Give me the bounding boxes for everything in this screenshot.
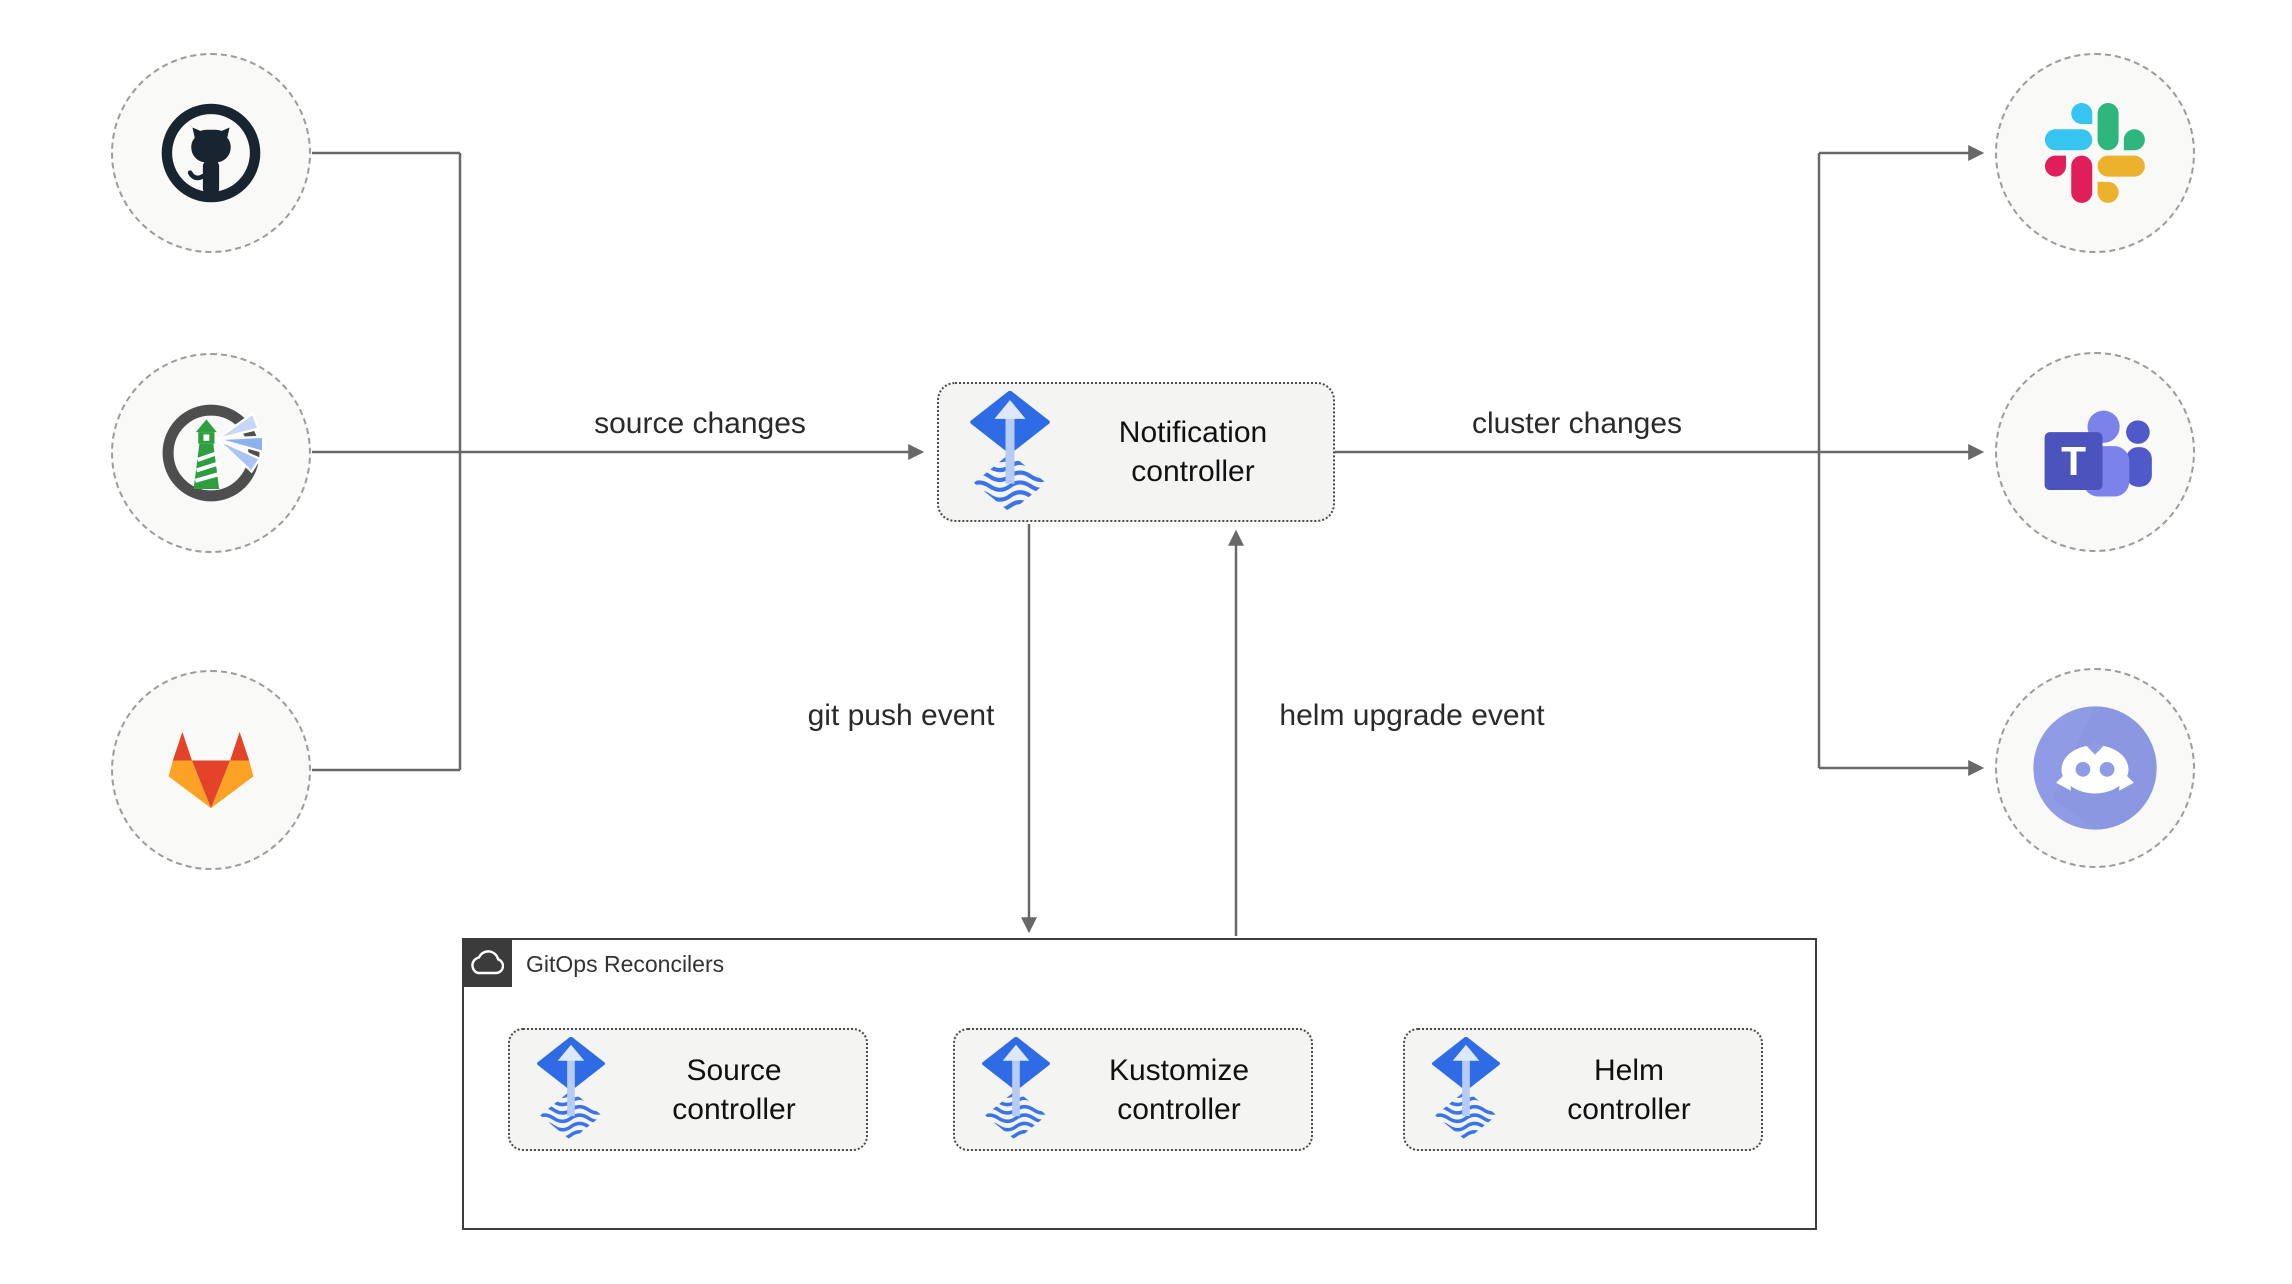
discord-icon: [2033, 706, 2157, 830]
source-controller-box: Source controller: [508, 1028, 868, 1151]
helm-controller-label: Helm controller: [1567, 1053, 1691, 1126]
source-node-harbor: [111, 353, 311, 553]
source-node-github: [111, 53, 311, 253]
notification-controller-label: Notification controller: [1118, 416, 1268, 488]
flux-icon: [1431, 1037, 1501, 1142]
slack-icon: [2045, 103, 2145, 203]
group-badge: [462, 938, 512, 987]
group-title: GitOps Reconcilers: [526, 951, 725, 977]
edge-label-helm-upgrade-event: helm upgrade event: [1279, 699, 1545, 732]
kustomize-controller-label: Kustomize controller: [1108, 1053, 1250, 1126]
github-icon: [161, 103, 261, 203]
target-node-slack: [1995, 53, 2195, 253]
notification-controller-box: Notification controller: [937, 382, 1335, 522]
flux-icon: [981, 1037, 1051, 1142]
target-node-discord: [1995, 668, 2195, 868]
edge-label-source-changes: source changes: [594, 407, 806, 440]
teams-letter: T: [2061, 438, 2086, 484]
edge-label-cluster-changes: cluster changes: [1471, 407, 1683, 440]
source-controller-label: Source controller: [672, 1053, 796, 1126]
teams-icon: T: [2044, 410, 2152, 496]
helm-controller-box: Helm controller: [1403, 1028, 1763, 1151]
kustomize-controller-box: Kustomize controller: [953, 1028, 1313, 1151]
flux-icon: [536, 1037, 606, 1142]
harbor-icon: [162, 404, 265, 502]
gitlab-icon: [168, 731, 254, 809]
flux-icon: [969, 391, 1051, 514]
edge-label-git-push-event: git push event: [807, 699, 995, 732]
source-node-gitlab: [111, 670, 311, 870]
cloud-icon: [471, 949, 504, 974]
target-node-teams: T: [1995, 352, 2195, 552]
